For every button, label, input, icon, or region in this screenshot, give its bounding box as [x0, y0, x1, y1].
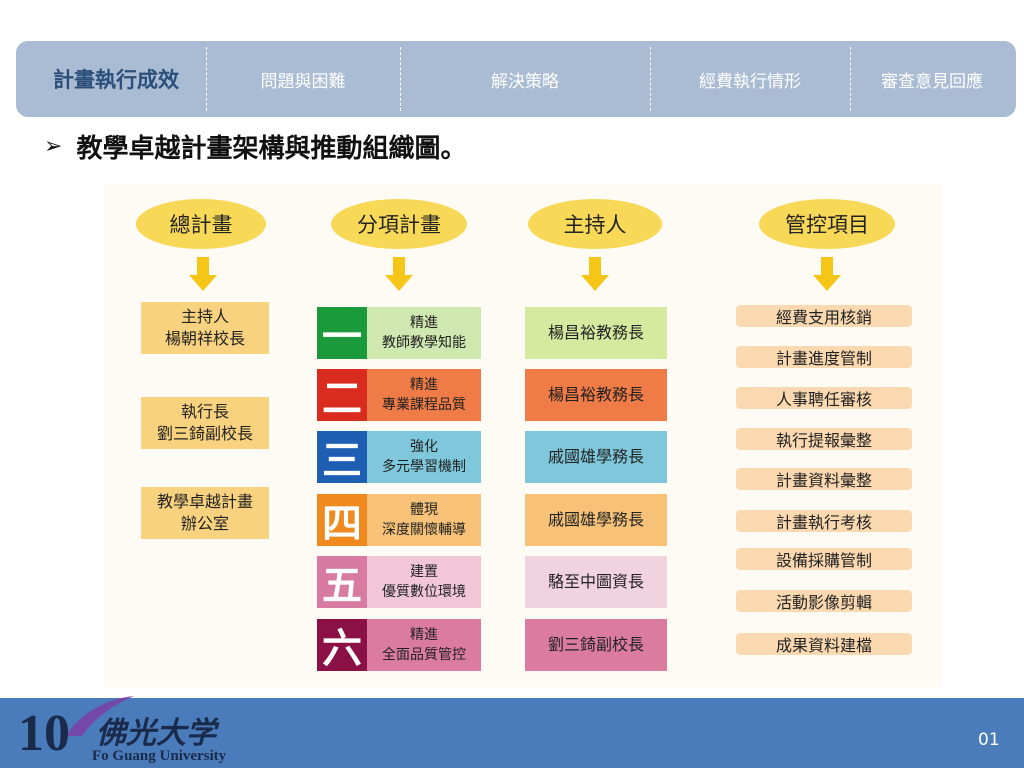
- slide-heading: ➢ 教學卓越計畫架構與推動組織圖。: [44, 128, 466, 165]
- control-item: 設備採購管制: [736, 548, 912, 570]
- heading-text: 教學卓越計畫架構與推動組織圖。: [76, 134, 467, 164]
- nav-divider: [400, 47, 401, 111]
- host-box: 戚國雄學務長: [525, 431, 667, 483]
- header-hosts: 主持人: [528, 199, 662, 249]
- control-item: 計畫進度管制: [736, 346, 912, 368]
- control-item: 計畫資料彙整: [736, 468, 912, 490]
- host-box: 劉三錡副校長: [525, 619, 667, 671]
- down-arrow-icon: [189, 257, 217, 291]
- sub-plan-topic: 優質數位環境: [382, 584, 466, 600]
- tab-strategies[interactable]: 解決策略: [491, 71, 559, 92]
- sub-plan-number: 六: [317, 619, 367, 672]
- main-plan-office: 教學卓越計畫 辦公室: [141, 487, 269, 539]
- sub-plan-number: 三: [317, 431, 367, 484]
- main-plan-role: 執行長: [180, 402, 229, 421]
- sub-plan-verb: 強化: [410, 439, 438, 455]
- down-arrow-icon: [581, 257, 609, 291]
- sub-plan-verb: 精進: [410, 627, 438, 643]
- sub-plan-number: 五: [317, 556, 367, 609]
- sub-plan-number: 二: [317, 369, 367, 422]
- footer-bar: [0, 698, 1024, 768]
- sub-plan-verb: 精進: [410, 377, 438, 393]
- logo-english-name: Fo Guang University: [92, 748, 227, 764]
- header-sub-plans: 分項計畫: [331, 199, 467, 249]
- sub-plan-title: 精進 教師教學知能: [367, 307, 481, 359]
- header-control-items: 管控項目: [759, 199, 895, 249]
- sub-plan-verb: 體現: [410, 502, 438, 518]
- host-box: 駱至中圖資長: [525, 556, 667, 608]
- host-box: 戚國雄學務長: [525, 494, 667, 546]
- sub-plan-topic: 全面品質管控: [382, 647, 466, 663]
- main-plan-name: 楊朝祥校長: [164, 329, 245, 348]
- header-main-plan: 總計畫: [136, 199, 266, 249]
- main-plan-name: 劉三錡副校長: [156, 424, 253, 443]
- control-item: 活動影像剪輯: [736, 590, 912, 612]
- sub-plan-number: 四: [317, 494, 367, 547]
- main-plan-name: 辦公室: [180, 514, 229, 533]
- main-plan-executive: 執行長 劉三錡副校長: [141, 397, 269, 449]
- sub-plan-verb: 建置: [410, 564, 438, 580]
- sub-plan-title: 強化 多元學習機制: [367, 431, 481, 483]
- sub-plan-title: 精進 專業課程品質: [367, 369, 481, 421]
- tab-results[interactable]: 計畫執行成效: [53, 68, 179, 92]
- page-number: 01: [978, 730, 1000, 750]
- main-plan-role: 教學卓越計畫: [156, 492, 253, 511]
- control-item: 成果資料建檔: [736, 633, 912, 655]
- sub-plan-topic: 深度關懷輔導: [382, 522, 466, 538]
- control-item: 經費支用核銷: [736, 305, 912, 327]
- nav-divider: [850, 47, 851, 111]
- main-plan-director: 主持人 楊朝祥校長: [141, 302, 269, 354]
- sub-plan-number: 一: [317, 307, 367, 360]
- tab-budget[interactable]: 經費執行情形: [699, 71, 801, 92]
- down-arrow-icon: [385, 257, 413, 291]
- sub-plan-topic: 專業課程品質: [382, 397, 466, 413]
- down-arrow-icon: [813, 257, 841, 291]
- tab-review-responses[interactable]: 審查意見回應: [881, 71, 983, 92]
- nav-divider: [206, 47, 207, 111]
- tab-problems[interactable]: 問題與困難: [260, 71, 346, 92]
- sub-plan-topic: 多元學習機制: [382, 459, 466, 475]
- sub-plan-topic: 教師教學知能: [382, 335, 466, 351]
- host-box: 楊昌裕教務長: [525, 369, 667, 421]
- control-item: 計畫執行考核: [736, 510, 912, 532]
- logo-chinese-name: 佛光大学: [96, 716, 216, 751]
- sub-plan-title: 建置 優質數位環境: [367, 556, 481, 608]
- logo-anniversary-number: 10: [18, 705, 70, 762]
- control-item: 人事聘任審核: [736, 387, 912, 409]
- sub-plan-verb: 精進: [410, 315, 438, 331]
- nav-divider: [650, 47, 651, 111]
- arrow-bullet-icon: ➢: [44, 134, 63, 159]
- main-plan-role: 主持人: [180, 307, 229, 326]
- logo-swoosh-icon: [66, 696, 134, 736]
- sub-plan-title: 精進 全面品質管控: [367, 619, 481, 671]
- host-box: 楊昌裕教務長: [525, 307, 667, 359]
- control-item: 執行提報彙整: [736, 428, 912, 450]
- sub-plan-title: 體現 深度關懷輔導: [367, 494, 481, 546]
- top-nav-bar: 計畫執行成效 問題與困難 解決策略 經費執行情形 審查意見回應: [16, 41, 1016, 117]
